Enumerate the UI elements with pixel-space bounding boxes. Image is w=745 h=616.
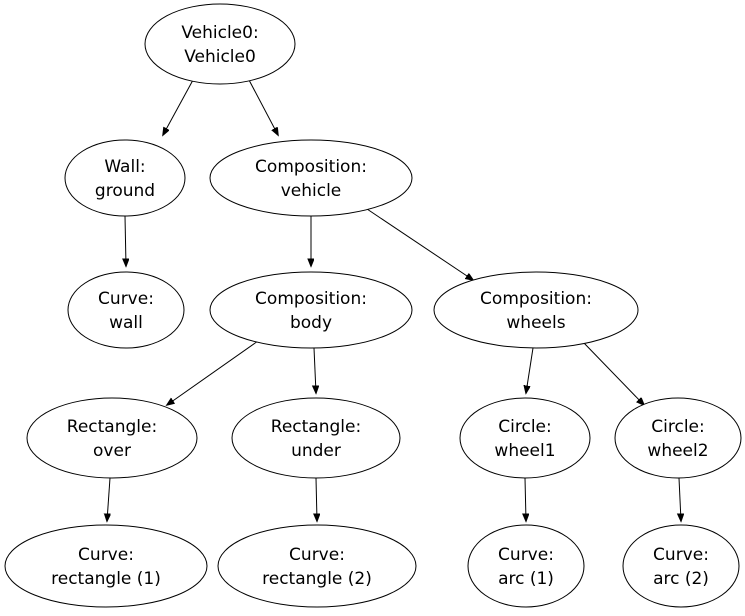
node-label-line1-rectangle-over: Rectangle: xyxy=(67,417,157,437)
edge-composition-body-to-rectangle-under xyxy=(314,347,316,393)
node-label-line1-vehicle0: Vehicle0: xyxy=(181,23,258,43)
node-label-line2-rectangle-under: under xyxy=(291,441,341,461)
nodes-layer: Vehicle0:Vehicle0Wall:groundComposition:… xyxy=(4,3,742,608)
edge-wall-ground-to-curve-wall xyxy=(125,215,126,266)
edges-layer xyxy=(107,79,681,521)
node-composition-vehicle[interactable]: Composition: vehicle xyxy=(209,139,413,217)
edge-composition-body-to-rectangle-over xyxy=(167,340,259,405)
node-label-line1-curve-arc-1: Curve: xyxy=(498,545,554,565)
node-rectangle-under[interactable]: Rectangle: under xyxy=(231,397,401,479)
node-wall-ground[interactable]: Wall: ground xyxy=(64,139,186,217)
edge-circle-wheel2-to-curve-arc-2 xyxy=(679,477,681,521)
node-composition-body[interactable]: Composition: body xyxy=(209,271,413,349)
node-ellipse-rectangle-under[interactable] xyxy=(231,397,401,479)
edge-composition-wheels-to-circle-wheel2 xyxy=(582,341,644,405)
node-label-line1-composition-wheels: Composition: xyxy=(480,289,592,309)
edge-vehicle0-to-composition-vehicle xyxy=(248,79,278,135)
node-label-line2-curve-arc-2: arc (2) xyxy=(653,569,709,589)
node-label-line2-circle-wheel2: wheel2 xyxy=(647,441,708,461)
edge-vehicle0-to-wall-ground xyxy=(163,79,194,135)
node-label-line2-rectangle-over: over xyxy=(93,441,131,461)
node-composition-wheels[interactable]: Composition: wheels xyxy=(433,271,639,349)
node-curve-rectangle-2[interactable]: Curve: rectangle (2) xyxy=(217,524,417,608)
node-curve-arc-2[interactable]: Curve: arc (2) xyxy=(622,524,740,608)
edge-composition-wheels-to-circle-wheel1 xyxy=(526,347,534,393)
node-ellipse-curve-rectangle-1[interactable] xyxy=(4,524,208,608)
node-ellipse-composition-wheels[interactable] xyxy=(433,271,639,349)
node-vehicle0[interactable]: Vehicle0: Vehicle0 xyxy=(144,3,296,85)
node-curve-wall[interactable]: Curve: wall xyxy=(67,271,185,349)
node-ellipse-curve-arc-1[interactable] xyxy=(467,524,585,608)
node-label-line1-curve-rectangle-1: Curve: xyxy=(78,545,134,565)
node-label-line2-composition-wheels: wheels xyxy=(506,313,565,333)
node-ellipse-composition-body[interactable] xyxy=(209,271,413,349)
node-label-line1-curve-wall: Curve: xyxy=(98,289,154,309)
node-label-line2-circle-wheel1: wheel1 xyxy=(494,441,555,461)
node-label-line2-curve-arc-1: arc (1) xyxy=(498,569,554,589)
node-label-line1-curve-rectangle-2: Curve: xyxy=(289,545,345,565)
edge-composition-vehicle-to-composition-wheels xyxy=(366,208,473,280)
node-label-line1-circle-wheel1: Circle: xyxy=(498,417,551,437)
node-ellipse-wall-ground[interactable] xyxy=(64,139,186,217)
node-circle-wheel2[interactable]: Circle: wheel2 xyxy=(614,397,742,479)
node-ellipse-rectangle-over[interactable] xyxy=(26,397,198,479)
node-ellipse-vehicle0[interactable] xyxy=(144,3,296,85)
node-circle-wheel1[interactable]: Circle: wheel1 xyxy=(459,397,591,479)
node-label-line1-curve-arc-2: Curve: xyxy=(653,545,709,565)
node-label-line2-composition-vehicle: vehicle xyxy=(281,181,342,201)
node-ellipse-curve-wall[interactable] xyxy=(67,271,185,349)
node-curve-arc-1[interactable]: Curve: arc (1) xyxy=(467,524,585,608)
edge-rectangle-over-to-curve-rectangle-1 xyxy=(107,477,110,521)
node-label-line2-curve-rectangle-1: rectangle (1) xyxy=(51,569,161,589)
node-rectangle-over[interactable]: Rectangle: over xyxy=(26,397,198,479)
node-label-line1-wall-ground: Wall: xyxy=(104,157,145,177)
node-ellipse-composition-vehicle[interactable] xyxy=(209,139,413,217)
node-label-line2-curve-rectangle-2: rectangle (2) xyxy=(262,569,372,589)
node-label-line1-composition-body: Composition: xyxy=(255,289,367,309)
node-label-line1-circle-wheel2: Circle: xyxy=(651,417,704,437)
edge-rectangle-under-to-curve-rectangle-2 xyxy=(316,477,317,521)
node-label-line2-wall-ground: ground xyxy=(95,181,155,201)
node-label-line2-vehicle0: Vehicle0 xyxy=(184,47,256,67)
node-ellipse-circle-wheel2[interactable] xyxy=(614,397,742,479)
node-label-line2-curve-wall: wall xyxy=(109,313,143,333)
node-ellipse-circle-wheel1[interactable] xyxy=(459,397,591,479)
node-ellipse-curve-arc-2[interactable] xyxy=(622,524,740,608)
node-label-line1-composition-vehicle: Composition: xyxy=(255,157,367,177)
node-label-line2-composition-body: body xyxy=(290,313,332,333)
node-curve-rectangle-1[interactable]: Curve: rectangle (1) xyxy=(4,524,208,608)
edge-circle-wheel1-to-curve-arc-1 xyxy=(525,477,526,521)
node-ellipse-curve-rectangle-2[interactable] xyxy=(217,524,417,608)
node-label-line1-rectangle-under: Rectangle: xyxy=(271,417,361,437)
